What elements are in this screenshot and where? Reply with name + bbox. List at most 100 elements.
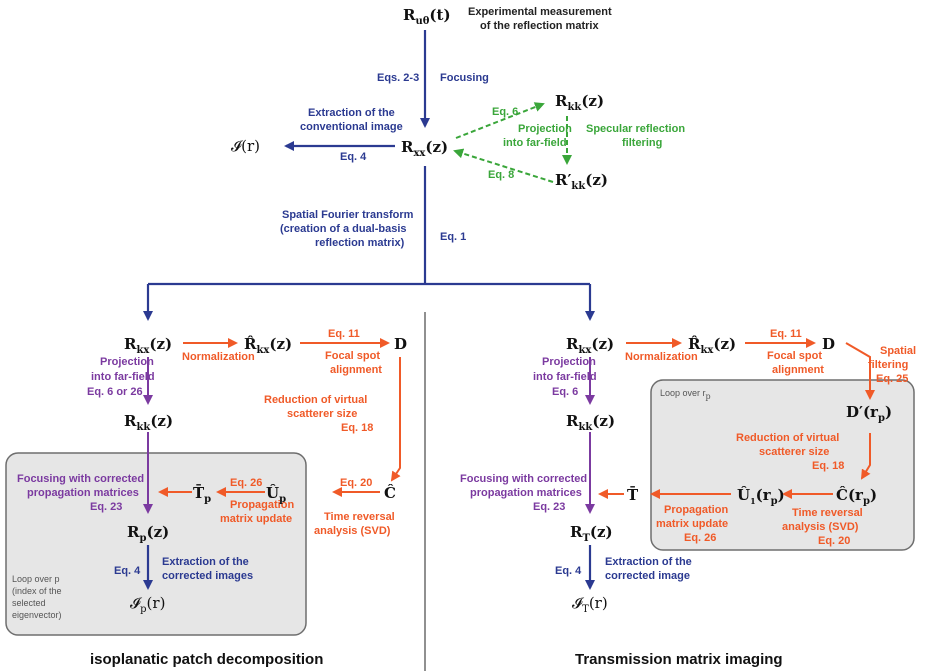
node-r-u-theta: Ruθ(t) <box>403 6 451 27</box>
label-right-proj-line2: into far-field <box>533 371 597 383</box>
label-right-spatial-line1: Spatial <box>880 345 916 357</box>
label-left-focal-line1: Focal spot <box>325 350 380 362</box>
label-right-proj-line3: Eq. 6 <box>552 386 578 398</box>
label-right-propagation-line2: matrix update <box>656 518 728 530</box>
label-right-focal-line1: Focal spot <box>767 350 822 362</box>
label-left-focusing-line2: propagation matrices <box>27 487 139 499</box>
node-right-u-hat: Û1(rp) <box>737 486 785 507</box>
node-right-i-t: 𝓘T(r) <box>572 594 608 615</box>
arrow-right-reduction <box>860 433 871 480</box>
node-conventional-image: 𝓘(r) <box>231 137 260 155</box>
label-eq4-top: Eq. 4 <box>340 151 367 163</box>
label-projection-line2: into far-field <box>503 137 567 149</box>
node-left-r-kk: Rkk(z) <box>124 412 173 433</box>
node-right-r-hat: R̂kx(z) <box>688 335 736 356</box>
arrow-eq8 <box>453 148 554 183</box>
label-fourier-line1: Spatial Fourier transform <box>282 209 414 221</box>
label-loop-p-line2: (index of the <box>12 586 62 596</box>
node-left-i-p: 𝓘p(r) <box>130 594 165 615</box>
label-right-reduction-line3: Eq. 18 <box>812 460 844 472</box>
label-right-propagation-line1: Propagation <box>664 504 728 516</box>
node-left-d: D <box>394 335 407 353</box>
label-left-proj-line2: into far-field <box>91 371 155 383</box>
label-experimental-line2: of the reflection matrix <box>480 20 599 32</box>
loop-box-patch <box>5 452 307 636</box>
label-right-extract-line2: corrected image <box>605 570 690 582</box>
label-experimental-line1: Experimental measurement <box>468 6 612 18</box>
label-left-eq4: Eq. 4 <box>114 565 141 577</box>
label-eqs-2-3: Eqs. 2-3 <box>377 72 419 84</box>
label-left-focusing-line3: Eq. 23 <box>90 501 122 513</box>
title-transmission: Transmission matrix imaging <box>575 651 783 668</box>
arrow-right-spatial <box>845 342 875 400</box>
label-left-time-line2: analysis (SVD) <box>314 525 391 537</box>
node-right-t-bar: T̄ <box>627 485 639 504</box>
label-right-time-line2: analysis (SVD) <box>782 521 859 533</box>
node-left-t-bar: T̄p <box>193 483 211 505</box>
label-right-spatial-line2: filtering <box>868 359 908 371</box>
node-right-r-kx: Rkx(z) <box>566 335 614 356</box>
label-right-proj-line1: Projection <box>542 356 596 368</box>
node-right-c-hat: Ĉ(rp) <box>836 486 877 507</box>
label-right-normalization: Normalization <box>625 351 698 363</box>
label-loop-rp: Loop over rp <box>660 388 711 401</box>
label-right-eq11: Eq. 11 <box>770 328 802 340</box>
loop-box-rp <box>650 379 915 551</box>
label-focusing: Focusing <box>440 72 489 84</box>
label-right-focusing-line3: Eq. 23 <box>533 501 565 513</box>
label-right-extract-line1: Extraction of the <box>605 556 692 568</box>
node-r-xx: Rxx(z) <box>401 138 448 159</box>
label-left-reduction-line2: scatterer size <box>287 408 357 420</box>
label-eq8-top: Eq. 8 <box>488 169 514 181</box>
label-right-spatial-line3: Eq. 25 <box>876 373 908 385</box>
label-right-reduction-line2: scatterer size <box>759 446 829 458</box>
node-right-r-t: RT(z) <box>570 523 613 544</box>
node-r-kk-top: Rkk(z) <box>555 92 604 113</box>
label-left-focal-line2: alignment <box>330 364 382 376</box>
label-right-eq4: Eq. 4 <box>555 565 582 577</box>
label-eq1: Eq. 1 <box>440 231 466 243</box>
label-left-eq11: Eq. 11 <box>328 328 360 340</box>
label-right-reduction-line1: Reduction of virtual <box>736 432 839 444</box>
label-right-propagation-line3: Eq. 26 <box>684 532 716 544</box>
label-fourier-line3: reflection matrix) <box>315 237 405 249</box>
label-fourier-line2: (creation of a dual-basis <box>280 223 407 235</box>
node-left-r-p: Rp(z) <box>127 523 169 544</box>
label-left-eq26: Eq. 26 <box>230 477 262 489</box>
label-left-propagation-line1: Propagation <box>230 499 294 511</box>
arrow-left-reduction <box>390 357 401 482</box>
title-isoplanatic: isoplanatic patch decomposition <box>90 651 323 668</box>
label-loop-p-line1: Loop over p <box>12 574 60 584</box>
label-left-focusing-line1: Focusing with corrected <box>17 473 144 485</box>
node-right-d-prime: D′(rp) <box>846 403 892 424</box>
label-right-time-line1: Time reversal <box>792 507 863 519</box>
node-left-c-hat: Ĉ <box>384 484 396 502</box>
label-left-extract-line1: Extraction of the <box>162 556 249 568</box>
node-left-u-hat: Ûp <box>266 484 286 505</box>
label-left-normalization: Normalization <box>182 351 255 363</box>
label-right-focusing-line1: Focusing with corrected <box>460 473 587 485</box>
label-eq6-top: Eq. 6 <box>492 106 518 118</box>
label-left-proj-line3: Eq. 6 or 26 <box>87 386 143 398</box>
label-loop-p-line3: selected <box>12 598 46 608</box>
label-projection-line1: Projection <box>518 123 572 135</box>
label-left-eq20: Eq. 20 <box>340 477 372 489</box>
node-right-r-kk: Rkk(z) <box>566 412 615 433</box>
label-left-time-line1: Time reversal <box>324 511 395 523</box>
node-left-r-kx: Rkx(z) <box>124 335 172 356</box>
node-right-d: D <box>822 335 835 353</box>
label-extraction-line2: conventional image <box>300 121 403 133</box>
node-left-r-hat: R̂kx(z) <box>244 335 292 356</box>
label-right-focusing-line2: propagation matrices <box>470 487 582 499</box>
label-extraction-line1: Extraction of the <box>308 107 395 119</box>
label-left-proj-line1: Projection <box>100 356 154 368</box>
label-left-extract-line2: corrected images <box>162 570 253 582</box>
label-left-propagation-line2: matrix update <box>220 513 292 525</box>
label-specular-line1: Specular reflection <box>586 123 685 135</box>
label-specular-line2: filtering <box>622 137 662 149</box>
label-loop-p-line4: eigenvector) <box>12 610 62 620</box>
node-r-kk-prime: R′kk(z) <box>555 171 608 192</box>
label-left-reduction-line3: Eq. 18 <box>341 422 373 434</box>
